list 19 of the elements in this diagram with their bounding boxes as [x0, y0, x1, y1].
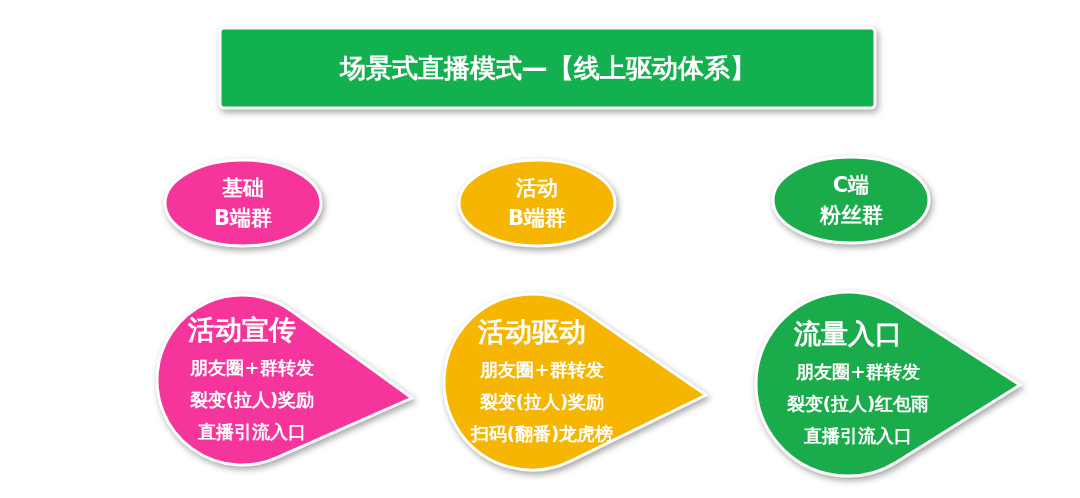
group-label: B端群 [508, 205, 566, 232]
list-item-text: 直播引流入口 [804, 424, 912, 448]
group-label: 活动 [516, 175, 558, 202]
title-text: 场景式直播模式—【线上驱动体系】 [339, 51, 756, 85]
group-label: 粉丝群 [819, 202, 883, 229]
list-item-text: 朋友圈+群转发 [796, 360, 920, 384]
heading-text: 流量入口 [794, 317, 902, 351]
heading-text: 活动驱动 [478, 315, 586, 349]
list-item-text: 朋友圈+群转发 [190, 356, 314, 380]
group-label: C端 [832, 172, 870, 199]
group-label: B端群 [214, 205, 272, 232]
heading-text: 活动宣传 [188, 313, 296, 347]
group-label: 基础 [222, 175, 264, 202]
list-item-text: 裂变(拉人)奖励 [479, 390, 605, 414]
list-item-text: 朋友圈+群转发 [480, 358, 604, 382]
list-item-text: 裂变(拉人)奖励 [189, 388, 315, 412]
list-item-text: 裂变(拉人)红包雨 [786, 392, 930, 416]
list-item-text: 直播引流入口 [198, 420, 306, 444]
list-item-text: 扫码(翻番)龙虎榜 [470, 422, 614, 446]
